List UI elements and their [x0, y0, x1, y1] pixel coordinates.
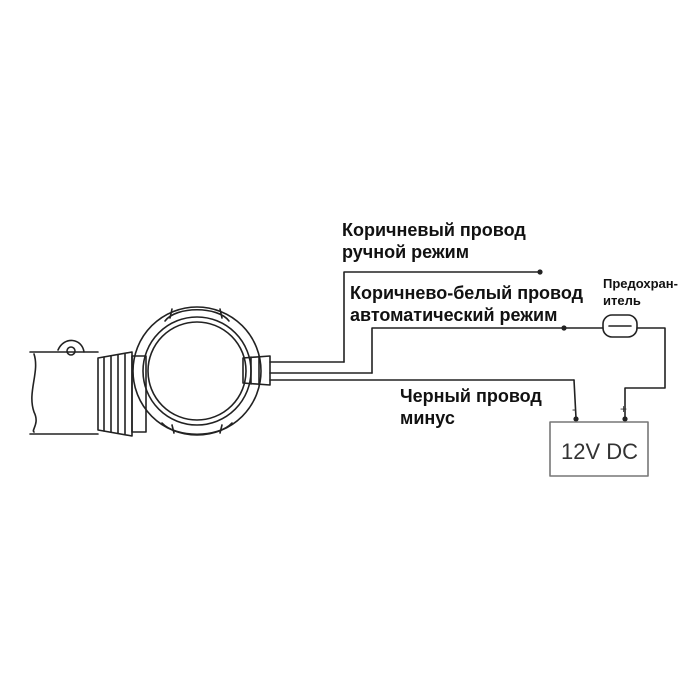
minus-terminal [573, 416, 579, 422]
black-wire-label: Черный провод минус [400, 386, 542, 428]
pipe [29, 339, 99, 435]
fuse-symbol [602, 314, 638, 338]
brown-white-wire-label: Коричнево-белый провод автоматический ре… [350, 283, 584, 325]
plus-terminal [622, 416, 628, 422]
auto-contact [561, 325, 567, 331]
minus-sign: - [572, 402, 576, 416]
brown-wire-label: Коричневый провод ручной режим [342, 220, 526, 262]
fuse-label: Предохран- итель [603, 276, 678, 308]
power-supply-label: 12V DC [561, 439, 639, 464]
cable-boot [242, 355, 271, 386]
wires [269, 271, 666, 419]
manual-contact [537, 269, 543, 275]
cable-gland [97, 351, 147, 437]
sensor-housing [132, 306, 262, 436]
plus-sign: + [620, 402, 628, 416]
power-supply-box [549, 421, 649, 477]
